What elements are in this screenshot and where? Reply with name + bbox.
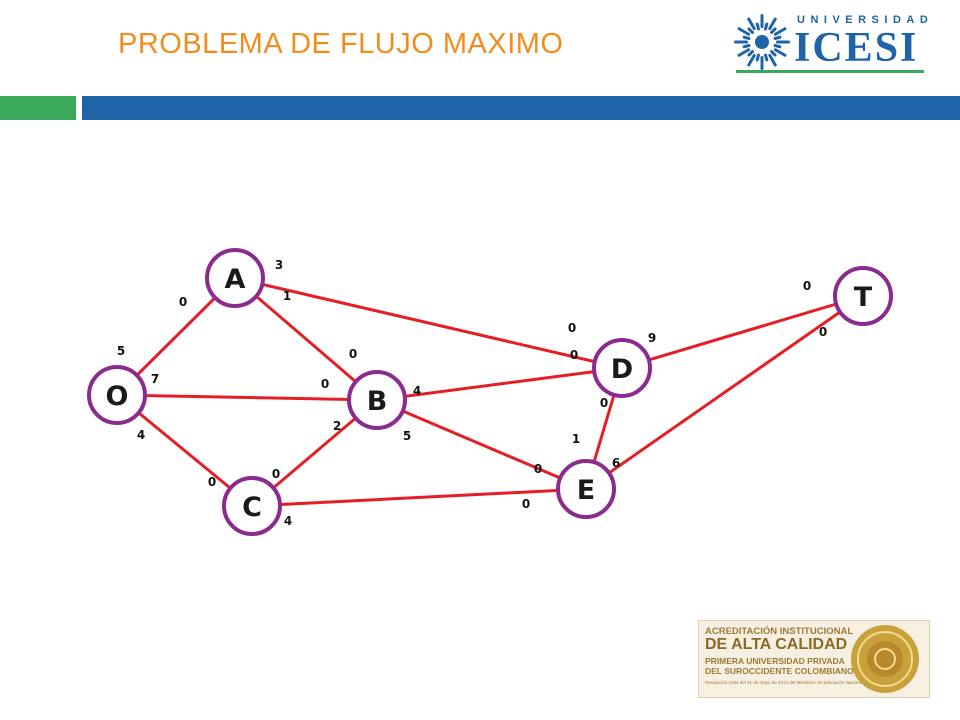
edge-o-b — [116, 393, 378, 402]
accreditation-line-5: Resolución 1054 del 31 de mayo de 2013 d… — [705, 680, 864, 685]
capacity-label-b-c-to: 0 — [272, 467, 280, 481]
node-b — [347, 370, 407, 430]
capacity-label-o-c-to: 0 — [208, 475, 216, 489]
gold-seal-icon — [851, 625, 919, 693]
edge-b-e — [376, 398, 587, 491]
node-c — [222, 476, 282, 536]
logo-name-text: ICESI — [794, 25, 919, 71]
capacity-label-c-e-to: 0 — [522, 497, 530, 511]
sunburst-logo-icon — [734, 14, 790, 70]
capacity-label-o-b-to: 0 — [321, 377, 329, 391]
node-label-d: D — [611, 354, 633, 385]
capacity-label-b-d-from: 4 — [413, 384, 421, 398]
accreditation-badge: ACREDITACIÓN INSTITUCIONAL DE ALTA CALID… — [698, 620, 930, 698]
capacity-label-a-b-to: 0 — [349, 347, 357, 361]
capacity-label-o-a-to: 0 — [179, 295, 187, 309]
capacity-label-b-d-to: 0 — [570, 348, 578, 362]
logo-university-text: UNIVERSIDAD — [797, 14, 934, 26]
header-bar-blue — [82, 96, 960, 120]
capacity-label-e-t-to: 0 — [819, 325, 827, 339]
capacity-label-d-t-to: 0 — [803, 279, 811, 293]
header-bar-green — [0, 96, 76, 120]
capacity-label-a-b-from: 1 — [283, 289, 291, 303]
capacity-label-o-c-from: 4 — [137, 428, 145, 442]
node-label-c: C — [242, 492, 262, 523]
accreditation-line-2: DE ALTA CALIDAD — [705, 636, 848, 653]
capacity-label-e-t-from: 6 — [612, 456, 620, 470]
node-e — [556, 459, 616, 519]
accreditation-line-1: ACREDITACIÓN INSTITUCIONAL — [705, 626, 854, 637]
node-t — [833, 266, 893, 326]
node-label-e: E — [577, 475, 595, 506]
capacity-label-c-e-from: 4 — [284, 514, 292, 528]
university-logo: UNIVERSIDAD ICESI — [732, 10, 928, 76]
capacity-label-b-e-to: 0 — [534, 462, 542, 476]
accreditation-line-3: PRIMERA UNIVERSIDAD PRIVADA — [705, 656, 845, 666]
logo-underline — [736, 70, 924, 73]
node-a — [205, 248, 265, 308]
node-label-b: B — [367, 386, 388, 417]
accreditation-line-4: DEL SUROCCIDENTE COLOMBIANO — [705, 666, 854, 676]
edge-e-t — [585, 294, 864, 491]
capacity-label-d-t-from: 9 — [648, 331, 656, 345]
capacity-label-o-a-from: 5 — [117, 344, 125, 358]
edge-c-e — [251, 487, 587, 508]
node-label-a: A — [225, 264, 246, 295]
node-label-t: T — [854, 282, 873, 313]
edge-a-b — [234, 276, 378, 402]
edge-a-d — [234, 276, 623, 370]
node-d — [592, 338, 652, 398]
node-o — [87, 365, 147, 425]
capacity-label-b-e-from: 5 — [403, 429, 411, 443]
capacity-label-a-d-to: 0 — [568, 321, 576, 335]
capacity-label-b-c-from: 2 — [333, 419, 341, 433]
capacity-label-d-e-from: 0 — [600, 396, 608, 410]
edge-d-t — [621, 294, 864, 370]
node-label-o: O — [106, 381, 129, 412]
edge-b-d — [376, 366, 623, 402]
capacity-label-d-e-to: 1 — [572, 432, 580, 446]
page-title: PROBLEMA DE FLUJO MAXIMO — [118, 28, 564, 60]
capacity-label-a-d-from: 3 — [275, 258, 283, 272]
capacity-label-o-b-from: 7 — [151, 372, 159, 386]
